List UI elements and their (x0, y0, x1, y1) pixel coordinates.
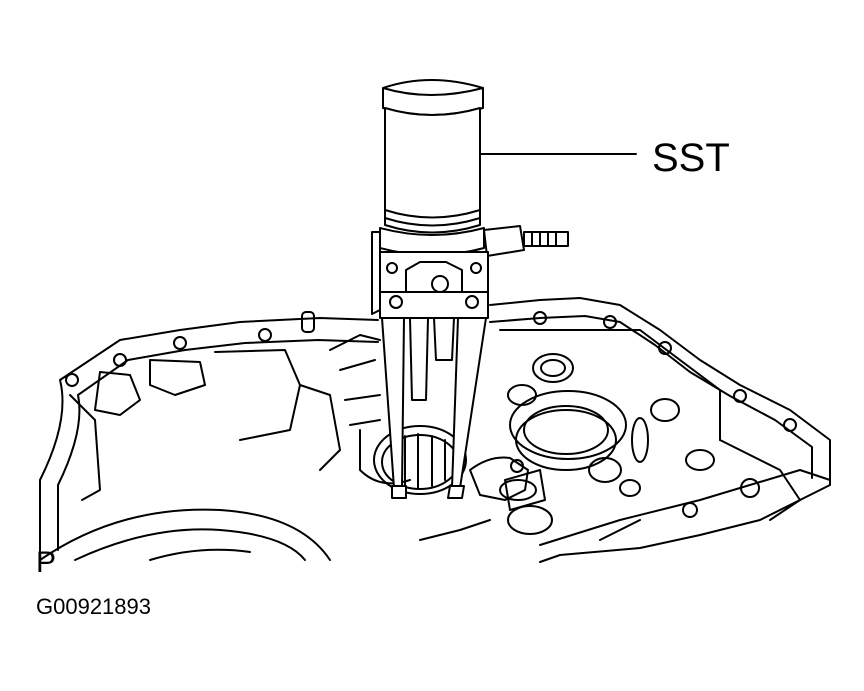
special-service-tool (371, 79, 569, 499)
figure-id: G00921893 (36, 594, 151, 619)
transaxle-case (39, 297, 831, 563)
view-marker: P (36, 546, 57, 579)
tool-label: SST (652, 136, 730, 180)
